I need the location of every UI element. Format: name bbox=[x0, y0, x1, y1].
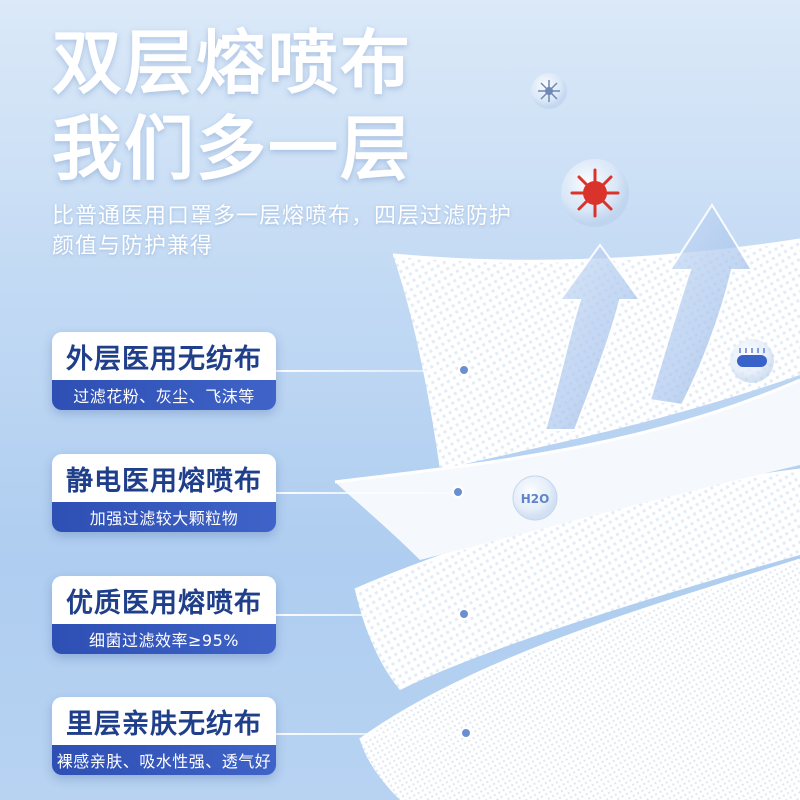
layer-card-outer: 外层医用无纺布 过滤花粉、灰尘、飞沫等 bbox=[52, 332, 276, 410]
layer-card-desc: 加强过滤较大颗粒物 bbox=[52, 502, 276, 532]
layer-card-title: 里层亲肤无纺布 bbox=[52, 697, 276, 745]
connector-dot bbox=[458, 364, 470, 376]
connector-line bbox=[276, 492, 464, 494]
headline-line-2: 我们多一层 bbox=[52, 108, 412, 190]
connector-line bbox=[276, 733, 464, 735]
layer-inner-nonwoven bbox=[359, 558, 800, 800]
headline-line-1: 双层熔喷布 bbox=[52, 22, 412, 104]
layer-card-title: 优质医用熔喷布 bbox=[52, 576, 276, 624]
layer-card-inner: 里层亲肤无纺布 裸感亲肤、吸水性强、透气好 bbox=[52, 697, 276, 775]
layer-card-static: 静电医用熔喷布 加强过滤较大颗粒物 bbox=[52, 454, 276, 532]
connector-dot bbox=[458, 608, 470, 620]
connector-line bbox=[276, 370, 464, 372]
connector-dot bbox=[452, 486, 464, 498]
connector-line bbox=[276, 614, 464, 616]
layer-card-desc: 过滤花粉、灰尘、飞沫等 bbox=[52, 380, 276, 410]
deflect-arrow-icon bbox=[648, 203, 754, 407]
virus-icon bbox=[561, 159, 629, 227]
layer-card-quality: 优质医用熔喷布 细菌过滤效率≥95% bbox=[52, 576, 276, 654]
h2o-label: H2O bbox=[520, 492, 550, 506]
subheadline-line-2: 颜值与防护兼得 bbox=[52, 234, 214, 259]
dust-particle-icon bbox=[531, 73, 567, 109]
layer-card-title: 静电医用熔喷布 bbox=[52, 454, 276, 502]
deflect-arrow-icon bbox=[543, 243, 642, 431]
subheadline-line-1: 比普通医用口罩多一层熔喷布，四层过滤防护 bbox=[52, 204, 513, 229]
layer-meltblown-static bbox=[334, 378, 800, 560]
h2o-droplet-icon bbox=[512, 475, 558, 521]
bacteria-icon bbox=[730, 339, 774, 383]
layer-card-desc: 裸感亲肤、吸水性强、透气好 bbox=[52, 745, 276, 775]
connector-dot bbox=[460, 727, 472, 739]
layer-card-title: 外层医用无纺布 bbox=[52, 332, 276, 380]
layer-card-desc: 细菌过滤效率≥95% bbox=[52, 624, 276, 654]
